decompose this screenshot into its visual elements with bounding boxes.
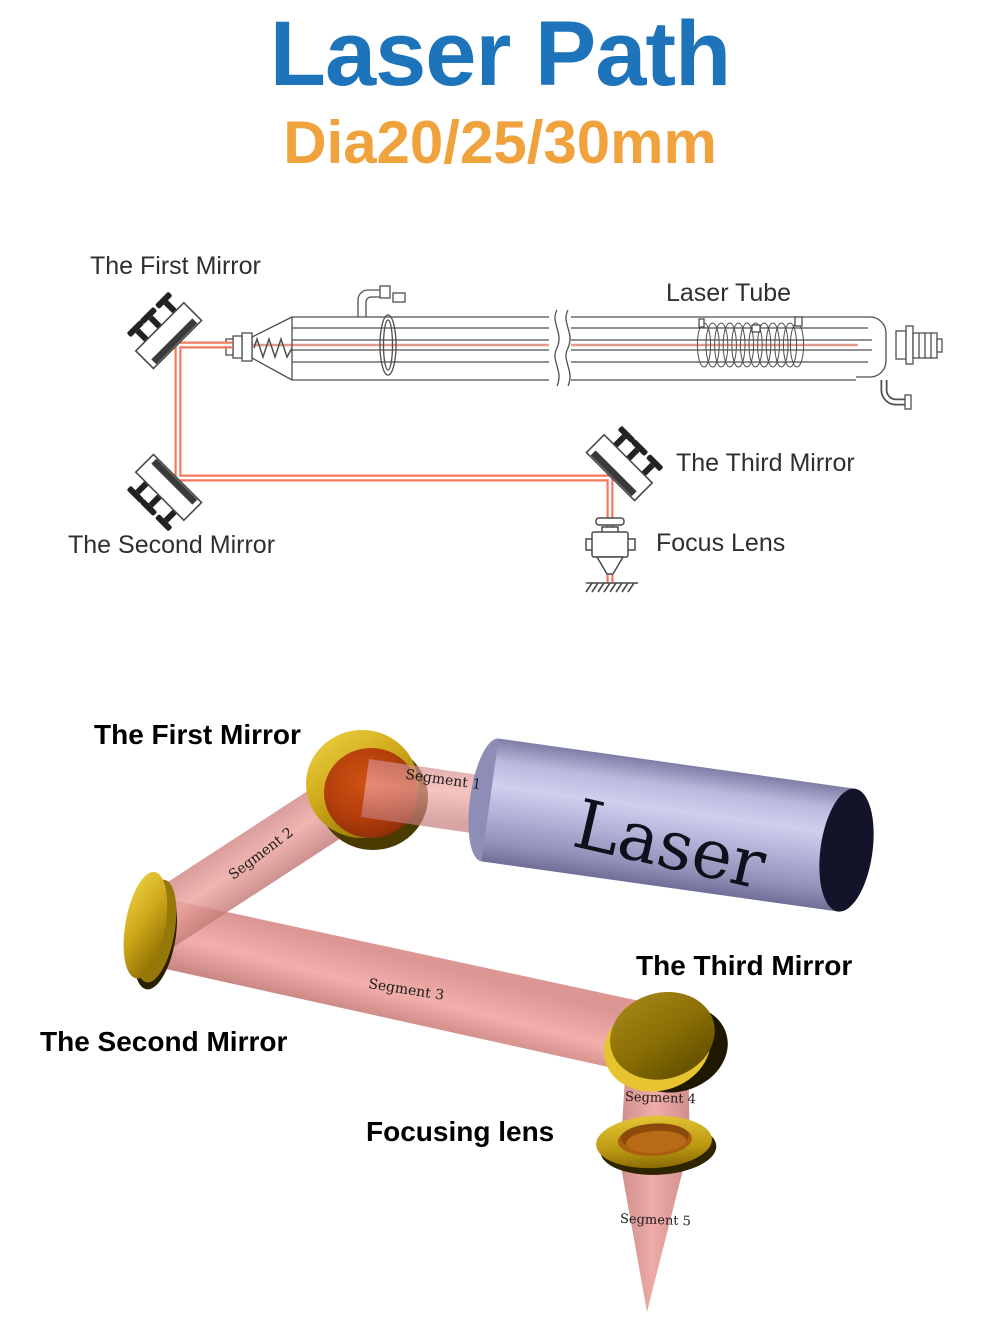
third-mirror-3d xyxy=(603,991,728,1093)
render-3d: Laser xyxy=(123,730,874,1312)
first-mirror-drawing xyxy=(121,288,203,370)
focus-lens-drawing xyxy=(585,517,638,593)
segment-5-label: Segment 5 xyxy=(619,1211,692,1230)
technical-diagram xyxy=(121,285,943,593)
beam-segment-5 xyxy=(618,1150,688,1312)
top-first-mirror-label: The First Mirror xyxy=(90,252,261,280)
page-title: Laser Path xyxy=(269,3,731,105)
page-subtitle: Dia20/25/30mm xyxy=(283,109,717,176)
top-third-mirror-label: The Third Mirror xyxy=(676,449,855,477)
bottom-second-mirror-label: The Second Mirror xyxy=(40,1026,288,1057)
top-laser-tube-label: Laser Tube xyxy=(666,279,792,307)
laser-cylinder: Laser xyxy=(468,738,874,912)
top-focus-lens-label: Focus Lens xyxy=(656,529,786,557)
beam-segment-3 xyxy=(148,898,672,1078)
focusing-lens-3d xyxy=(596,1115,717,1175)
bottom-first-mirror-label: The First Mirror xyxy=(94,719,301,750)
bottom-focusing-lens-label: Focusing lens xyxy=(366,1116,555,1147)
laser-tube-drawing xyxy=(225,285,943,410)
segment-4-label: Segment 4 xyxy=(624,1089,697,1108)
bottom-third-mirror-label: The Third Mirror xyxy=(636,950,853,981)
second-mirror-3d xyxy=(123,871,177,990)
top-second-mirror-label: The Second Mirror xyxy=(68,531,276,559)
second-mirror-drawing xyxy=(121,453,203,535)
third-mirror-drawing xyxy=(585,420,667,502)
